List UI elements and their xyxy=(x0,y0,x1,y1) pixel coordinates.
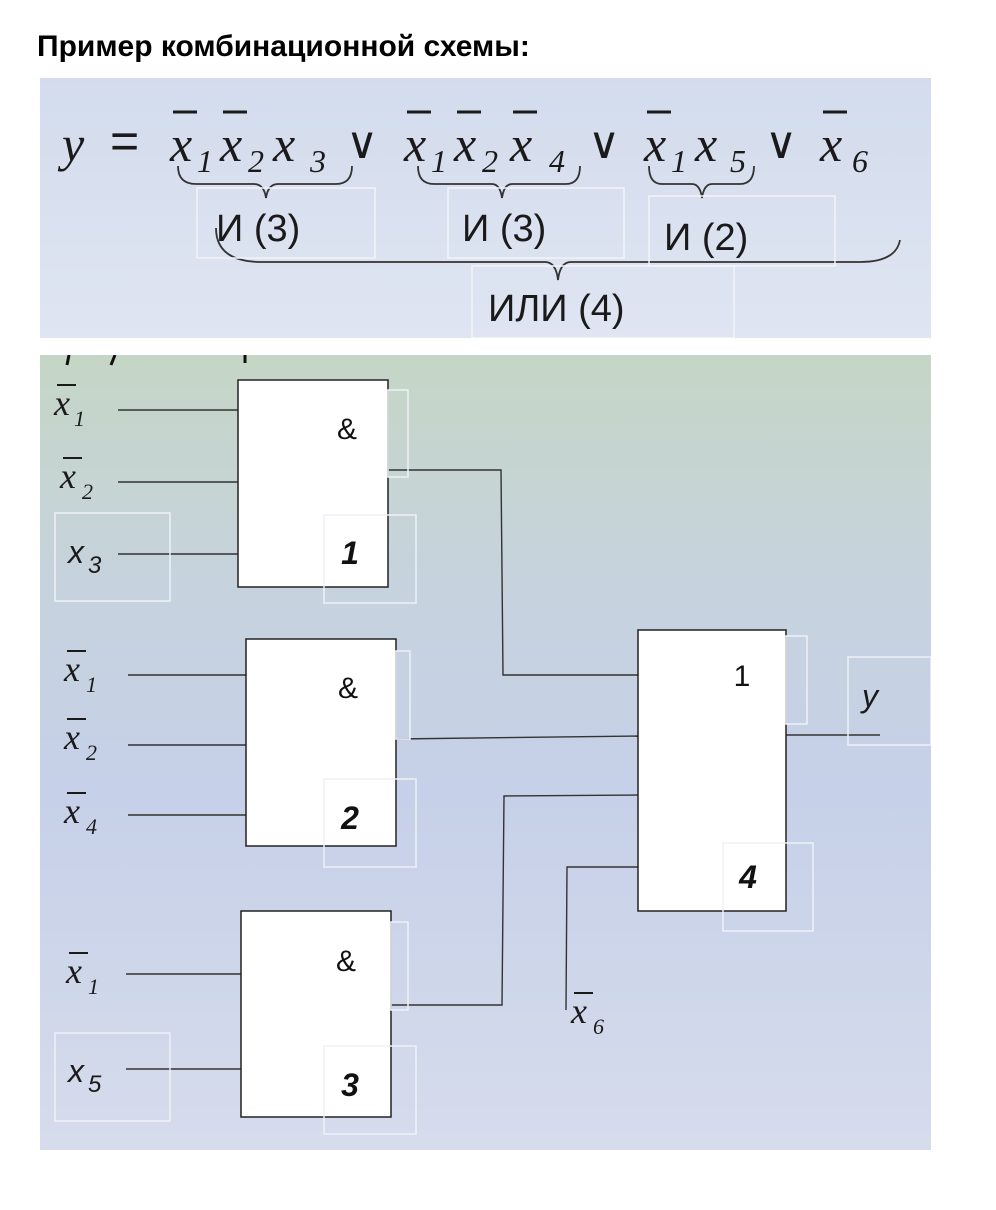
formula-sub1-c: 1 xyxy=(671,143,687,179)
formula-label-boxes xyxy=(196,187,836,338)
formula-x1bar-c: x xyxy=(643,116,666,172)
circuit-annotation-boxes xyxy=(54,389,931,1135)
gate-and-2-box xyxy=(245,638,397,847)
gate-or-4-box xyxy=(637,629,787,912)
circuit-panel: & 1 & 2 & 3 1 4 xyxy=(40,355,931,1150)
input-x3-g1: x xyxy=(66,534,85,570)
formula-x2bar-b: x xyxy=(453,116,476,172)
formula-sub3-a: 3 xyxy=(309,143,326,179)
input-x3-g1-sub: 3 xyxy=(88,552,102,579)
gate-or-4-symbol: 1 xyxy=(734,660,751,693)
input-x2bar-g2: x xyxy=(63,717,80,757)
formula-sub1-a: 1 xyxy=(197,143,213,179)
input-x6bar: x xyxy=(570,991,587,1031)
output-y: y xyxy=(860,678,880,714)
gate-and-2-number: 2 xyxy=(340,800,359,836)
formula-sub2-a: 2 xyxy=(248,143,264,179)
input-x2bar-g2-sub: 2 xyxy=(86,740,97,765)
formula-equals: = xyxy=(110,113,139,169)
formula-sub5-c: 5 xyxy=(730,143,746,179)
gate-and-1-box xyxy=(237,379,389,588)
gate-and-3-symbol: & xyxy=(336,945,356,978)
input-x1bar-g1: x xyxy=(53,383,70,423)
gate-and-1-symbol: & xyxy=(337,413,357,446)
formula-sub6: 6 xyxy=(852,143,868,179)
formula-x1bar-a: x xyxy=(169,116,192,172)
formula-x1bar-b: x xyxy=(403,116,426,172)
formula-y: y xyxy=(57,116,85,172)
input-x2bar-g1-sub: 2 xyxy=(82,479,93,504)
gate-or-4-number: 4 xyxy=(738,859,757,895)
input-x1bar-g2: x xyxy=(63,649,80,689)
input-x4bar-g2-sub: 4 xyxy=(86,814,97,839)
group-label-and-1: И (3) xyxy=(216,208,300,250)
formula-sub1-b: 1 xyxy=(431,143,447,179)
formula-x2bar-a: x xyxy=(219,116,242,172)
formula-or-1: ∨ xyxy=(346,118,378,169)
gate-and-1: & 1 xyxy=(237,379,389,588)
formula-x4bar-b: x xyxy=(509,116,532,172)
circuit-svg: & 1 & 2 & 3 1 4 xyxy=(53,355,931,1135)
circuit-overbars xyxy=(57,384,593,994)
input-x1bar-g3-sub: 1 xyxy=(88,974,99,999)
clipped-text-fragment xyxy=(65,355,247,366)
input-x1bar-g1-sub: 1 xyxy=(74,406,85,431)
input-x5-g3-sub: 5 xyxy=(88,1071,102,1098)
formula-x3-a: x xyxy=(272,116,295,172)
formula-panel: y = x 1 x 2 x 3 ∨ x 1 x 2 x 4 ∨ x 1 x 5 … xyxy=(40,78,931,338)
input-x2bar-g1: x xyxy=(59,456,76,496)
gate-and-3-number: 3 xyxy=(341,1067,359,1103)
formula-svg: y = x 1 x 2 x 3 ∨ x 1 x 2 x 4 ∨ x 1 x 5 … xyxy=(57,110,901,338)
group-label-and-2: И (3) xyxy=(462,208,546,250)
input-x1bar-g3: x xyxy=(65,951,82,991)
formula-x5-c: x xyxy=(694,116,717,172)
input-x4bar-g2: x xyxy=(63,791,80,831)
input-x1bar-g2-sub: 1 xyxy=(86,672,97,697)
gate-and-3-box xyxy=(240,910,392,1118)
group-label-and-3: И (2) xyxy=(664,217,748,259)
gate-and-2: & 2 xyxy=(245,638,397,847)
formula-sub4-b: 4 xyxy=(549,143,565,179)
gate-and-2-symbol: & xyxy=(338,672,358,705)
gate-and-3: & 3 xyxy=(240,910,392,1118)
formula-x6bar: x xyxy=(819,116,842,172)
input-x6bar-sub: 6 xyxy=(593,1014,604,1039)
page-title: Пример комбинационной схемы: xyxy=(37,30,530,63)
formula-or-2: ∨ xyxy=(588,118,620,169)
formula-sub2-b: 2 xyxy=(482,143,498,179)
gate-or-4: 1 4 xyxy=(637,629,787,912)
formula-or-3: ∨ xyxy=(765,118,797,169)
gate-and-1-number: 1 xyxy=(341,535,359,571)
wires xyxy=(118,409,880,1070)
group-label-or: ИЛИ (4) xyxy=(488,288,625,330)
input-x5-g3: x xyxy=(66,1053,85,1089)
